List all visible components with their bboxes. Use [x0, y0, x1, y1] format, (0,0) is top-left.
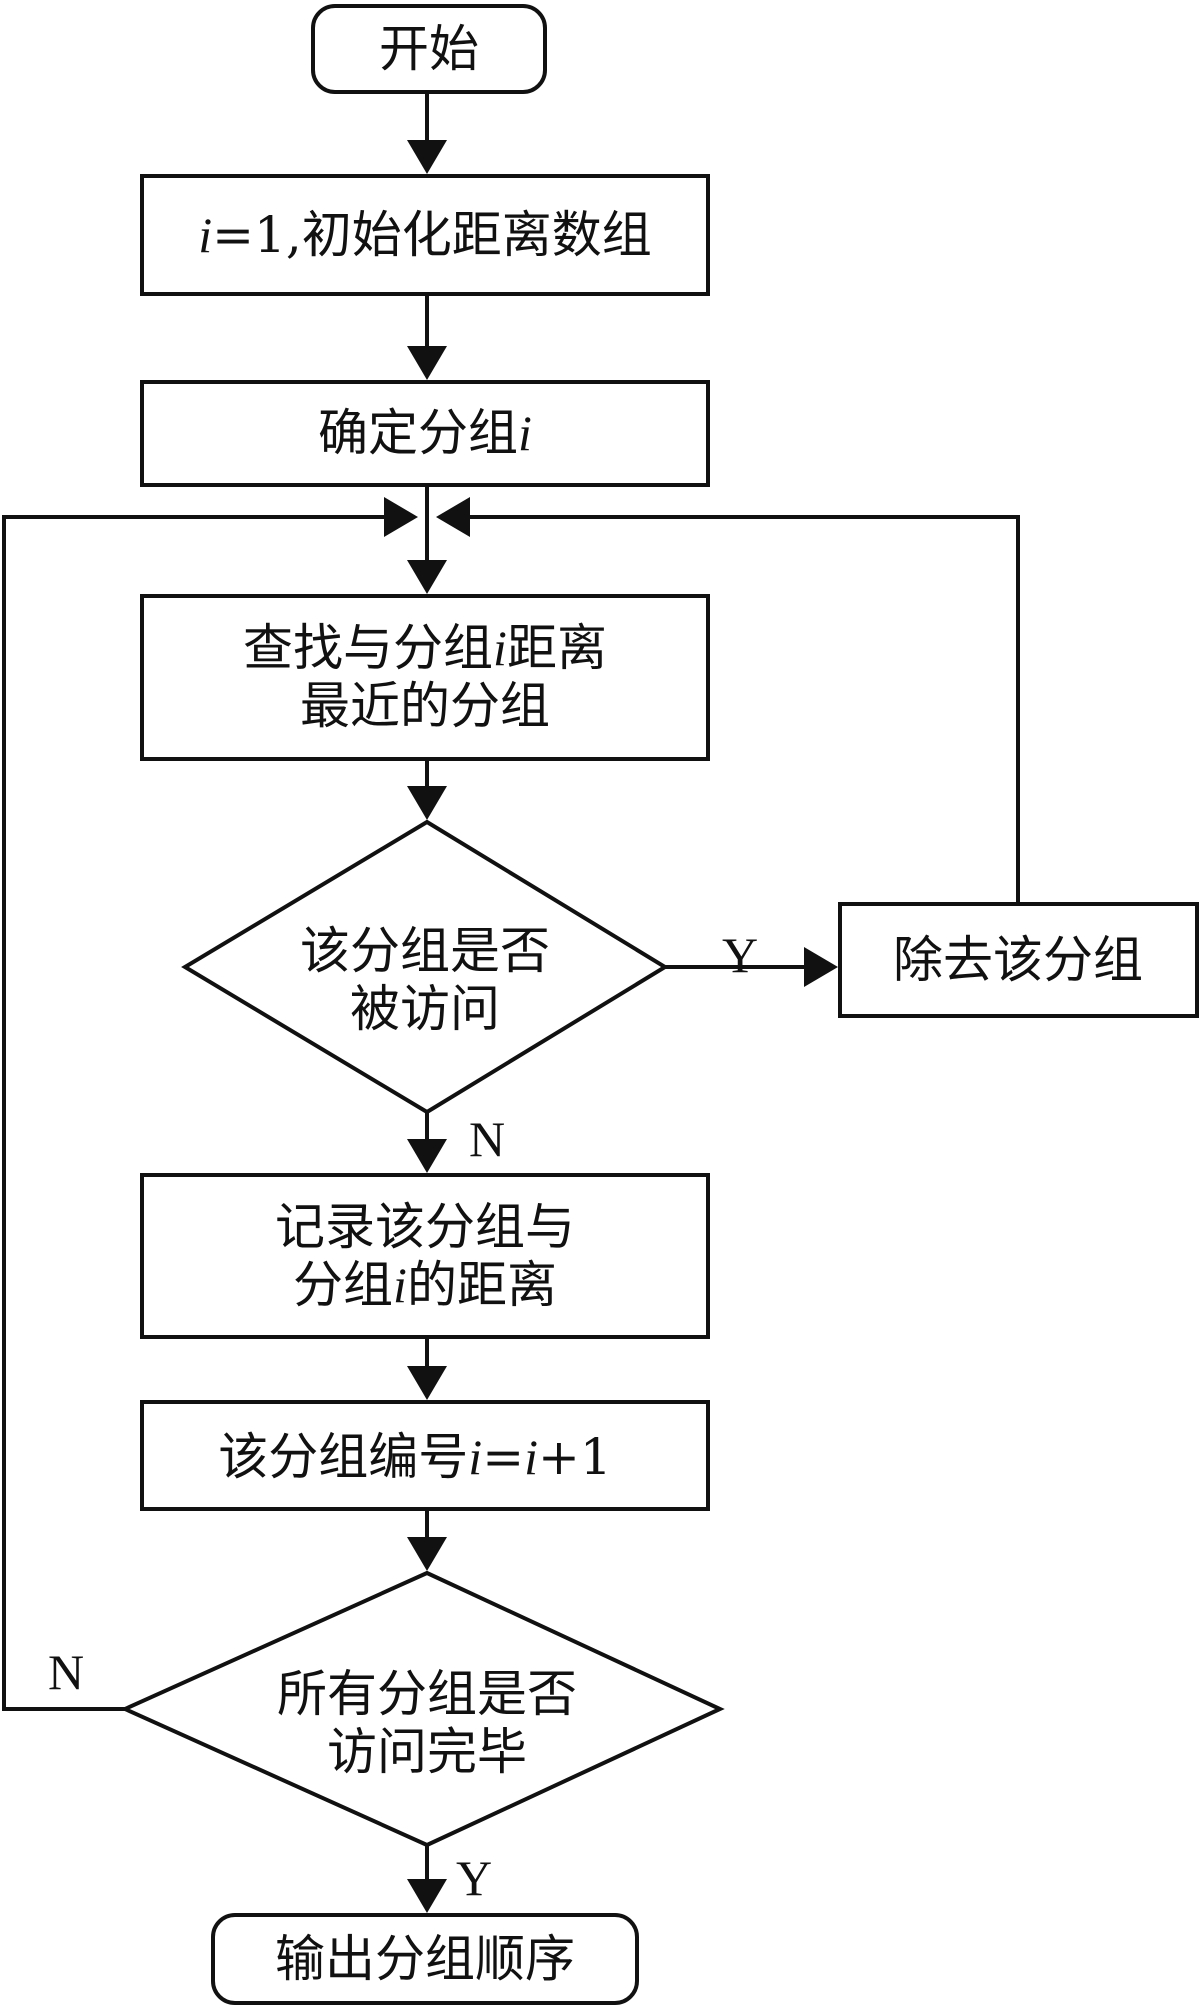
- all-visited-yes-label: Y: [456, 1850, 492, 1906]
- increment-node: [140, 1400, 710, 1511]
- start-label: 开始: [379, 20, 479, 78]
- visited-yes-label: Y: [722, 927, 758, 983]
- arrowhead: [407, 346, 447, 380]
- remove-group-label: 除去该分组: [893, 931, 1143, 989]
- record-distance-node: [140, 1173, 710, 1339]
- determine-group-label: 确定分组i: [318, 404, 532, 462]
- output-label: 输出分组顺序: [275, 1930, 575, 1988]
- init-node: [140, 174, 710, 296]
- edge-all-loop: [2, 515, 384, 1711]
- arrowhead: [407, 140, 447, 174]
- find-nearest-label: 查找与分组i距离最近的分组: [243, 619, 607, 735]
- edge-remove-loop: [470, 515, 1020, 904]
- output-node: [211, 1913, 639, 2005]
- determine-group-node: [140, 380, 710, 487]
- arrowhead: [436, 497, 470, 537]
- arrowhead: [407, 786, 447, 820]
- arrowhead: [407, 1537, 447, 1571]
- init-label: i=1,初始化距离数组: [198, 206, 652, 264]
- all-visited-label: 所有分组是否访问完毕: [277, 1665, 577, 1781]
- visited-no-label: N: [469, 1111, 505, 1167]
- arrowhead: [407, 1879, 447, 1913]
- arrowhead: [384, 497, 418, 537]
- arrowhead: [407, 1366, 447, 1400]
- arrowhead: [804, 947, 838, 987]
- increment-label: 该分组编号i=i+1: [218, 1428, 611, 1486]
- arrowhead: [407, 1139, 447, 1173]
- visited-check-label: 该分组是否被访问: [300, 922, 550, 1038]
- find-nearest-node: [140, 594, 710, 761]
- all-visited-no-label: N: [48, 1644, 84, 1700]
- record-distance-label: 记录该分组与分组i的距离: [275, 1198, 575, 1314]
- arrowhead: [407, 560, 447, 594]
